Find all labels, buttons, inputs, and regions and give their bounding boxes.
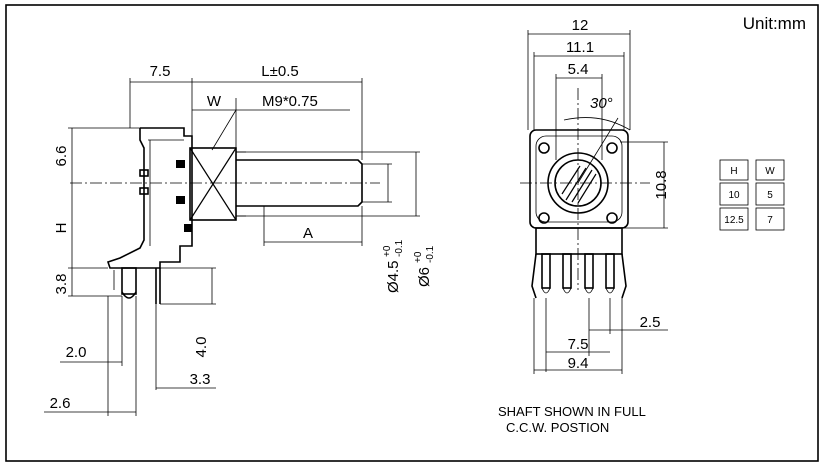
table-cell: 5 <box>767 190 773 201</box>
dim-6-6: 6.6 <box>53 146 70 167</box>
dim-11-1: 11.1 <box>566 39 594 56</box>
svg-text:+0: +0 <box>413 251 424 263</box>
side-view: 7.5 L±0.5 W M9*0.75 6.6 H 3.8 4.0 2.0 3.… <box>44 63 436 416</box>
dim-dia-6: Ø6 +0 -0.1 <box>413 245 436 287</box>
svg-text:+0: +0 <box>382 245 393 257</box>
dim-2-5: 2.5 <box>640 314 661 331</box>
front-view: 12 11.1 5.4 30° 10.8 2.5 7.5 9.4 SHAFT S… <box>498 17 670 435</box>
dim-10-8: 10.8 <box>653 170 670 199</box>
dim-7-5-front: 7.5 <box>568 336 589 353</box>
svg-text:-0.1: -0.1 <box>394 239 405 257</box>
table-cell: 7 <box>767 215 773 226</box>
dim-L: L±0.5 <box>261 63 298 80</box>
thread-spec: M9*0.75 <box>262 93 318 110</box>
svg-text:Ø4.5: Ø4.5 <box>385 260 402 293</box>
dim-7-5: 7.5 <box>150 63 171 80</box>
dim-3-3: 3.3 <box>190 371 211 388</box>
hw-table: H W 10 5 12.5 7 <box>719 159 785 231</box>
table-cell: 10 <box>728 190 740 201</box>
angle-30: 30° <box>590 95 613 112</box>
dim-3-8: 3.8 <box>53 274 70 295</box>
unit-label: Unit:mm <box>743 14 806 33</box>
table-header-w: W <box>765 166 775 177</box>
note-line-2: C.C.W. POSTION <box>506 420 609 435</box>
dim-H: H <box>53 223 70 234</box>
dim-dia-4-5: Ø4.5 +0 -0.1 <box>382 239 405 293</box>
table-header-h: H <box>730 166 737 177</box>
drawing-frame <box>5 4 819 462</box>
svg-text:Ø6: Ø6 <box>416 267 433 287</box>
dim-9-4: 9.4 <box>568 355 589 372</box>
dim-W: W <box>207 93 222 110</box>
table-cell: 12.5 <box>724 215 744 226</box>
dim-A: A <box>303 225 313 242</box>
dim-5-4: 5.4 <box>568 61 589 78</box>
dim-2-6: 2.6 <box>50 395 71 412</box>
dim-2-0: 2.0 <box>66 344 87 361</box>
dim-4-0: 4.0 <box>193 337 210 358</box>
dim-12: 12 <box>572 17 589 34</box>
note-line-1: SHAFT SHOWN IN FULL <box>498 404 646 419</box>
svg-text:-0.1: -0.1 <box>425 245 436 263</box>
